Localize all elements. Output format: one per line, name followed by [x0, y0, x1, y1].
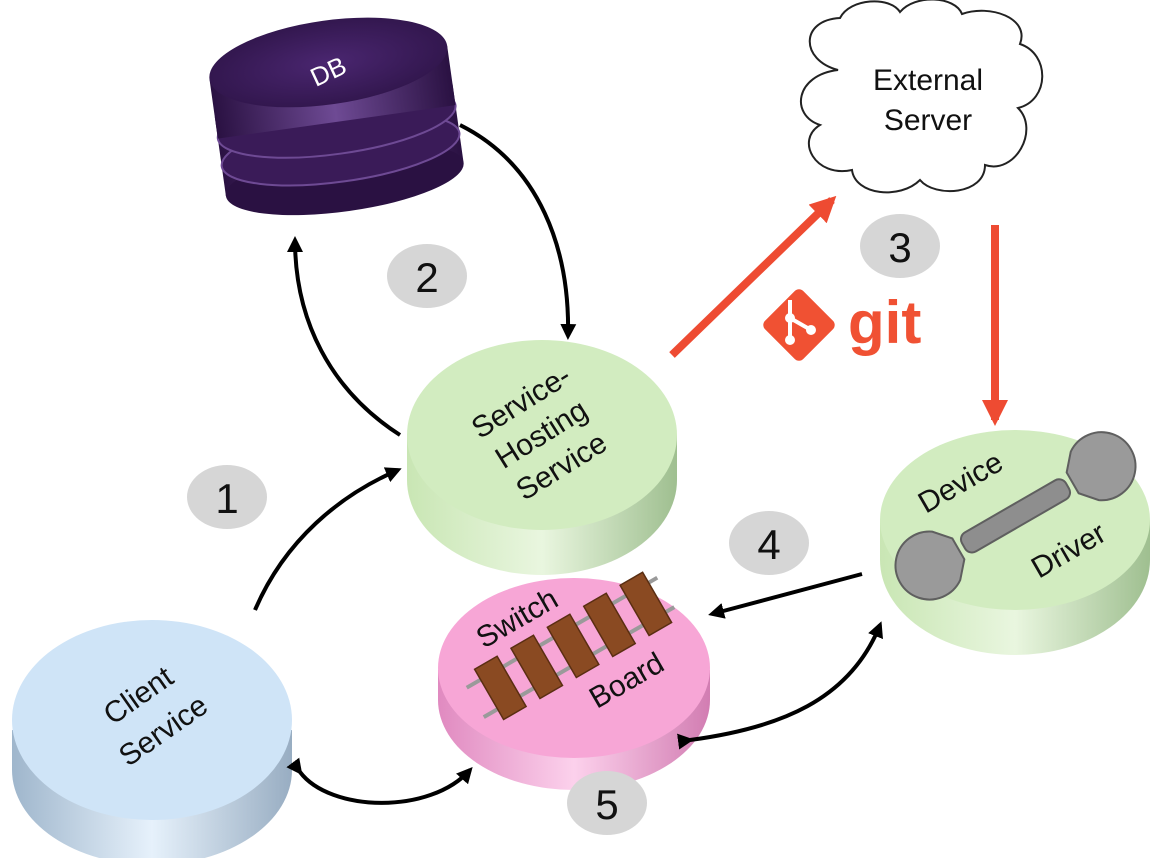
arrow-hosting-to-db	[287, 236, 402, 437]
git-wordmark: git	[848, 289, 921, 356]
step-number-5: 5	[595, 781, 618, 828]
step-number-1: 1	[215, 475, 238, 522]
arrow-client-to-hosting	[253, 467, 402, 611]
git-diamond-icon	[763, 289, 835, 361]
step-number-3: 3	[888, 224, 911, 271]
step-number-2: 2	[415, 254, 438, 301]
external-server-cloud	[800, 0, 1044, 194]
railroad-track-icon	[465, 571, 676, 721]
client-service-disc	[12, 620, 292, 863]
step-number-4: 4	[757, 521, 780, 568]
arrow-switchboard-driver-bidirectional	[677, 621, 883, 750]
step-badge-1: 1	[187, 465, 267, 529]
step-badge-5: 5	[567, 771, 647, 835]
step-badge-4: 4	[729, 511, 809, 575]
arrow-client-switchboard-bidirectional	[286, 757, 473, 805]
step-badge-3: 3	[860, 214, 940, 278]
db-stack	[209, 17, 464, 216]
external-server-line1: External	[873, 64, 983, 97]
arrow-hosting-to-external	[669, 195, 837, 358]
wrench-icon	[894, 431, 1137, 601]
external-server-line2: Server	[884, 104, 972, 137]
step-badge-2: 2	[387, 244, 467, 308]
arrow-driver-to-switchboard	[708, 572, 863, 619]
service-hosting-disc	[407, 340, 677, 575]
git-logo: git	[763, 289, 921, 361]
arrow-db-to-hosting	[459, 123, 577, 340]
